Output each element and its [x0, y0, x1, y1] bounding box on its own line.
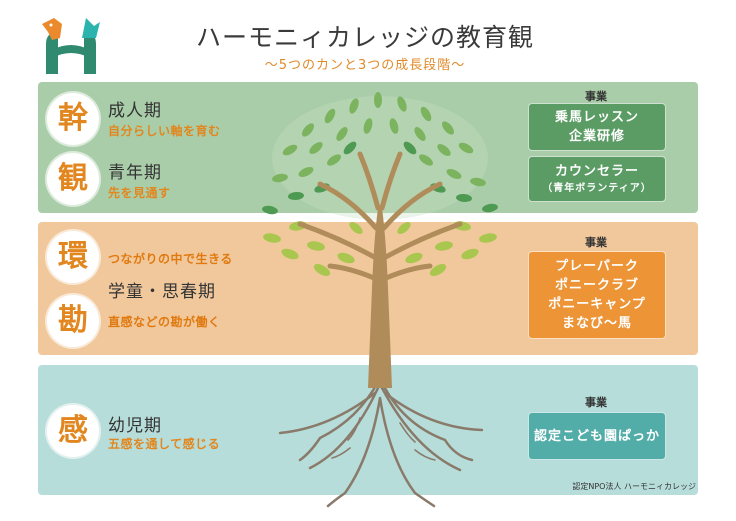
kanji-circle-kan-intuition: 勘	[47, 295, 99, 347]
business-item-youth-volunteer: （青年ボランティア）	[542, 183, 652, 194]
business-item-corporate-training: 企業研修	[568, 129, 625, 144]
tree-trunk	[297, 151, 463, 388]
business-play-programs: プレーパーク ポニークラブ ポニーキャンプ まなび〜馬	[528, 251, 666, 339]
stage-name-school-adolescence: 学童・思春期	[108, 282, 216, 302]
business-item-pony-camp: ポニーキャンプ	[548, 297, 646, 312]
business-kindergarten: 認定こども園ぱっか	[528, 412, 666, 460]
stage-desc-infant: 五感を通して感じる	[108, 437, 221, 451]
kanji-circle-kan-environment: 環	[47, 231, 99, 283]
tree-illustration	[262, 92, 498, 508]
stage-name-infant: 幼児期	[108, 416, 162, 436]
page-subtitle: 〜5つのカンと3つの成長段階〜	[264, 58, 466, 73]
business-item-kindergarten-pakka: 認定こども園ぱっか	[533, 428, 660, 444]
business-riding-lesson: 乗馬レッスン 企業研修	[528, 103, 666, 151]
business-item-pony-club: ポニークラブ	[554, 278, 639, 293]
stage-name-youth: 青年期	[108, 163, 162, 183]
business-item-riding: 乗馬レッスン	[554, 110, 639, 125]
business-label-teal: 事業	[585, 396, 607, 409]
kanji-circle-kan-trunk: 幹	[47, 93, 99, 145]
tree-roots	[278, 376, 484, 508]
business-item-manabi-uma: まなび〜馬	[561, 316, 632, 331]
footer-credit: 認定NPO法人 ハーモニィカレッジ	[572, 482, 696, 491]
business-item-counselor: カウンセラー	[554, 164, 639, 179]
business-counselor: カウンセラー （青年ボランティア）	[528, 156, 666, 202]
stage-desc-youth: 先を見通す	[108, 186, 171, 200]
horse-logo-icon	[42, 18, 100, 74]
business-item-play-park: プレーパーク	[555, 259, 639, 274]
stage-name-adult: 成人期	[108, 101, 162, 121]
page-title: ハーモニィカレッジの教育観	[195, 23, 534, 52]
stage-desc-intuition: 直感などの勘が働く	[108, 315, 221, 329]
kanji-circle-kan-sense: 感	[47, 405, 99, 457]
stage-desc-connection: つながりの中で生きる	[108, 252, 233, 266]
kanji-circle-kan-view: 観	[47, 153, 99, 205]
business-label-orange: 事業	[585, 236, 607, 249]
business-label-green: 事業	[585, 90, 607, 103]
stage-desc-adult: 自分らしい軸を育む	[108, 124, 221, 138]
